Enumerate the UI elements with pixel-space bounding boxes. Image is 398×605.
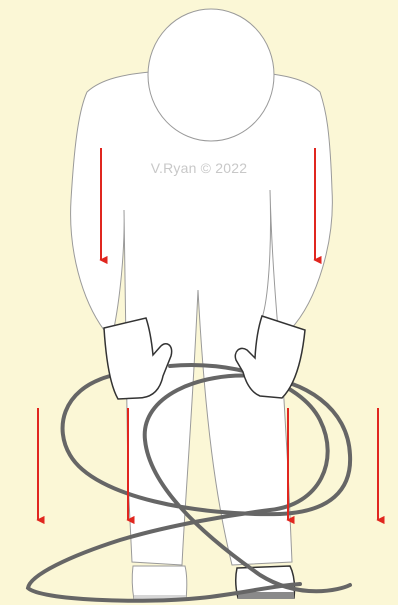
- copyright-watermark: V.Ryan © 2022: [0, 160, 398, 176]
- person-in-coveralls-icon: [71, 72, 333, 565]
- right-boot-icon: [236, 566, 295, 599]
- coverall-body: [71, 72, 333, 565]
- left-boot-icon: [132, 566, 187, 600]
- head-icon: [148, 9, 274, 141]
